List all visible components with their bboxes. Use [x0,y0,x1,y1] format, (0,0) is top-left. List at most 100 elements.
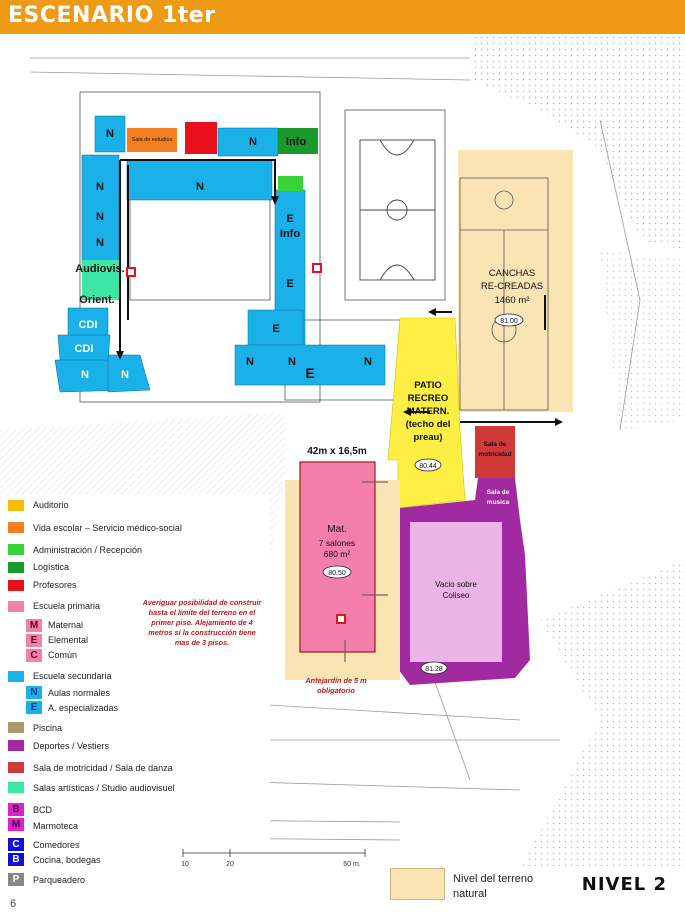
scale-labels: 10 20 50 m. [181,861,361,868]
legend-terreno-natural: Nivel del terreno natural [453,872,563,902]
swatch-aulas: N [26,686,42,699]
swatch-marmoteca: M [8,818,24,831]
swatch-primaria [8,601,24,612]
label-n: N [96,181,104,193]
code-ovals [322,313,524,675]
label-n: N [121,369,129,381]
label-n: N [106,128,114,140]
legend-aulas: Aulas normales [48,688,111,698]
patio-line3: MATERN. [407,406,450,417]
musica-line1: Sala de [487,489,510,496]
motricidad-block [475,426,515,478]
swatch-especializadas: E [26,701,42,714]
white-lot-cover [0,495,270,868]
note-line: primer piso. Alejamiento de 4 [151,618,253,627]
legend-maternal: Maternal [48,620,84,630]
patio-text: PATIO RECREO MATERN. (techo del preau) 8… [406,380,451,470]
dimension-arrows [344,481,388,662]
terrain-right [600,250,685,430]
label-n: N [96,237,104,249]
coliseo-void [410,522,502,662]
terreno-line1: Nivel del terreno [453,873,534,885]
arrowheads [116,196,563,426]
mat-area: 680 m² [324,549,351,559]
motricidad-line2: motricidad [478,451,511,458]
marker-square [336,614,346,624]
note-antejardin: Antejardín de 5 m obligatorio [286,676,386,696]
profesores-block [185,122,217,154]
label-sala-estudios: Sala de estudios [132,137,173,143]
page-number: 6 [10,898,17,910]
swatch-comun: C [26,649,42,662]
terrain-bottom-right [520,560,685,868]
legend-artisticas: Salas artísticas / Studio audiovisuel [33,783,175,793]
swatch-motricidad [8,762,24,773]
label-info: Info [280,228,300,240]
scale-tick: 50 m. [343,861,361,868]
swatch-piscina [8,722,24,733]
label-n: N [364,356,372,368]
legend-especializadas: A. especializadas [48,703,119,713]
swatch-secundaria [8,671,24,682]
legend-administracion: Administración / Recepción [33,545,143,555]
terreno-line2: natural [453,888,487,900]
note-line: hasta el límite del terreno en el [148,608,256,617]
coliseo-code: 81.28 [425,666,443,673]
coliseo-line1: Vacio sobre [435,580,477,589]
header-banner: ESCENARIO 1ter [0,0,685,34]
patio-line4: (techo del [406,419,451,430]
legend-motricidad: Sala de motricidad / Sala de danza [33,763,173,773]
legend-bcd: BCD [33,805,53,815]
label-n: N [81,369,89,381]
legend-marmoteca: Marmoteca [33,821,79,831]
marker-square [312,263,322,273]
legend-cocina: Cocina, bodegas [33,855,101,865]
audiovis-block [82,260,119,300]
secondary-blocks [54,115,386,393]
marker-square [126,267,136,277]
legend-logistica: Logística [33,562,70,572]
legend-piscina: Piscina [33,723,63,733]
legend-profesores: Profesores [33,580,77,590]
basketball-courts [359,139,436,281]
swatch-logistica [8,562,24,573]
label-e: E [272,323,279,335]
administracion-block [278,128,318,154]
coliseo-text: Vacio sobre Coliseo 81.28 [425,580,477,673]
circulation-arrows [119,159,560,423]
swatch-parqueadero: P [8,873,24,886]
coliseo-line2: Coliseo [443,591,470,600]
label-e: E [286,213,293,225]
note-line: metros si la construcción tiene [148,628,256,637]
legend-vida-escolar: Vida escolar – Servicio médico-social [33,523,182,533]
canchas-text: CANCHAS RE-CREADAS 1460 m² 81.00 [481,268,543,325]
swatch-artisticas [8,782,24,793]
patio-code: 80.44 [419,463,437,470]
label-cdi: CDI [75,343,94,355]
swatch-elemental: E [26,634,42,647]
label-n: N [246,356,254,368]
musica-line2: musica [487,499,510,506]
swatch-maternal: M [26,619,42,632]
swatch-administracion [8,544,24,555]
note-line: Averiguar posibilidad de construir [142,598,262,607]
legend-comun: Común [48,650,78,660]
block-text: N N Info N N N N E Info E E N N N E CDI … [75,128,373,381]
sala-estudios-block [127,128,177,152]
label-n: N [96,211,104,223]
note-line: Antejardín de 5 m [305,676,367,685]
canchas-sub: RE-CREADAS [481,281,543,292]
legend-auditorio: Auditorio [33,500,69,510]
label-info: Info [286,136,306,148]
patio-line1: PATIO [414,380,442,391]
legend-primaria: Escuela primaria [33,601,101,611]
label-audiovis: Audiovis. [75,263,125,275]
note-line: mas de 3 pisos. [174,638,230,647]
mat-title: Mat. [327,524,346,535]
label-n: N [249,136,257,148]
swatch-auditorio [8,500,24,511]
swatch-comedores: C [8,838,24,851]
patio-line5: preau) [413,432,442,443]
canchas-title: CANCHAS [489,268,535,279]
label-cdi: CDI [79,319,98,331]
